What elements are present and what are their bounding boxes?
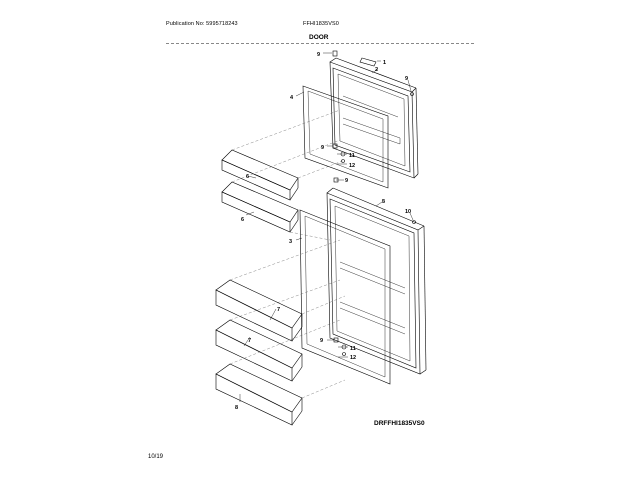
- callout-12: 12: [350, 355, 356, 361]
- publication-number: Publication No: 5995718243: [166, 21, 238, 27]
- header-rule: [166, 43, 474, 44]
- diagram-id: DRFFHI1835VS0: [374, 420, 425, 427]
- callout-7: 7: [248, 338, 251, 344]
- callout-3: 3: [289, 239, 292, 245]
- callout-7: 7: [277, 307, 280, 313]
- callout-8: 8: [235, 405, 238, 411]
- callout-1: 1: [383, 60, 386, 66]
- callout-11: 11: [350, 346, 356, 352]
- callout-5: 5: [382, 199, 385, 205]
- door-bin-7a: [215, 279, 303, 342]
- callout-10: 10: [405, 209, 411, 215]
- screw-10: [412, 220, 416, 224]
- door-bin-8: [215, 363, 303, 426]
- section-title: DOOR: [309, 34, 329, 41]
- screw-9-top: [332, 50, 338, 57]
- callout-6: 6: [241, 217, 244, 223]
- screw-9-right: [410, 92, 414, 96]
- door-bin-7b: [215, 319, 303, 382]
- callout-9: 9: [321, 145, 324, 151]
- door-handle-cap: [359, 57, 377, 67]
- callout-2: 2: [375, 67, 378, 73]
- fresh-food-door-panel: [326, 187, 427, 375]
- callout-12: 12: [349, 163, 355, 169]
- door-bin-6b: [221, 181, 299, 233]
- freezer-door-panel: [329, 57, 419, 179]
- freezer-door-gasket: [302, 85, 389, 189]
- callout-6: 6: [246, 174, 249, 180]
- model-number: FFHI1835VS0: [303, 21, 339, 27]
- callout-9: 9: [345, 178, 348, 184]
- callout-9: 9: [405, 76, 408, 82]
- door-bin-6a: [221, 149, 299, 201]
- callout-9: 9: [317, 52, 320, 58]
- callout-9: 9: [320, 338, 323, 344]
- callout-4: 4: [290, 95, 294, 101]
- fresh-food-door-gasket: [299, 209, 391, 385]
- page-number: 10/19: [148, 454, 164, 460]
- callout-11: 11: [349, 153, 355, 159]
